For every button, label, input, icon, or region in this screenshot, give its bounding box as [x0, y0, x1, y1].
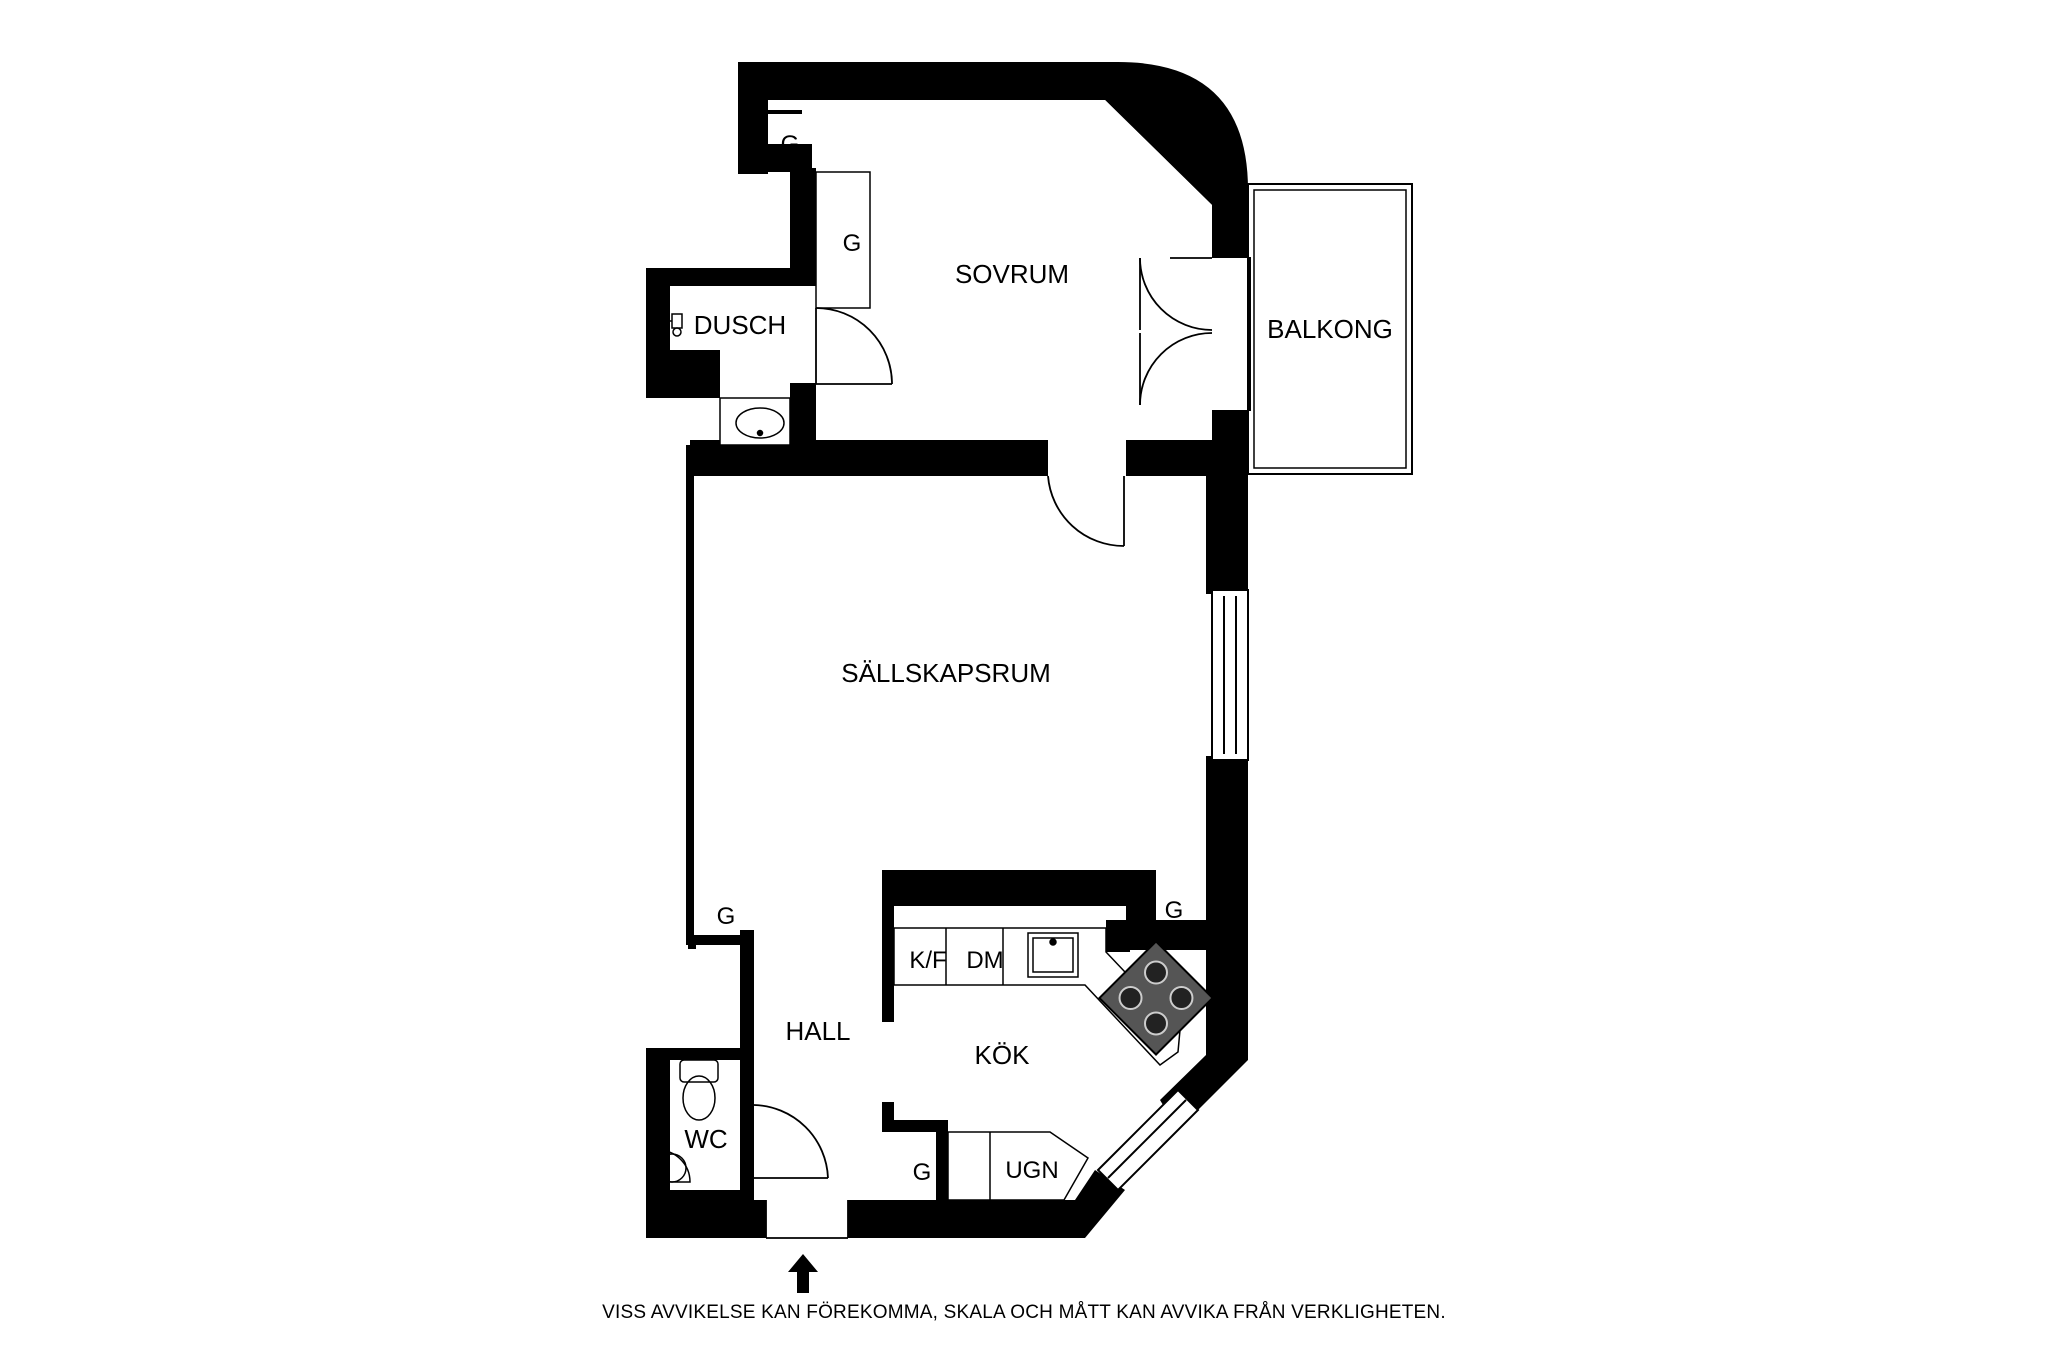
- room-interiors: [670, 100, 1212, 1200]
- wall-segment: [686, 445, 694, 945]
- walls: [646, 62, 1248, 1238]
- room-label-sovrum: SOVRUM: [955, 259, 1069, 289]
- wall-segment: [688, 945, 696, 949]
- wall-segment: [646, 350, 720, 398]
- entrance-arrow-icon: [788, 1254, 818, 1293]
- wall-segment: [646, 268, 816, 286]
- wall-segment: [882, 870, 894, 1022]
- room-label-wc: WC: [684, 1124, 727, 1154]
- wall-segment: [936, 1120, 948, 1202]
- room-label-balkong: BALKONG: [1267, 314, 1393, 344]
- wall-segment: [1130, 920, 1210, 950]
- fridge-freezer-label: K/F: [909, 947, 946, 974]
- wall-segment: [1126, 870, 1156, 920]
- room-label-dusch: DUSCH: [694, 310, 786, 340]
- toilet-icon: [679, 1059, 719, 1083]
- wall-segment: [882, 870, 1132, 906]
- wall-segment: [848, 1200, 1060, 1238]
- closet-outline: [815, 171, 871, 309]
- wall-segment: [690, 440, 1048, 476]
- dishwasher-label: DM: [966, 947, 1003, 974]
- closet-label: G: [843, 230, 862, 257]
- wall-segment: [1206, 476, 1248, 594]
- oven-label: UGN: [1005, 1157, 1058, 1184]
- kitchen-sink-icon: [1027, 932, 1079, 978]
- closet-label: G: [717, 903, 736, 930]
- wall-segment: [738, 62, 768, 174]
- wall-segment: [1060, 1170, 1125, 1238]
- wall-segment: [738, 110, 802, 114]
- wall-segment: [1106, 920, 1130, 952]
- wall-segment: [646, 1048, 754, 1060]
- closet-label: G: [913, 1159, 932, 1186]
- stove-icon: [1098, 940, 1214, 1056]
- wc-basin-icon: [657, 1149, 691, 1183]
- wall-segment: [1126, 440, 1226, 476]
- windows: [1096, 257, 1251, 1192]
- wall-segment: [646, 1200, 766, 1238]
- room-label-kok: KÖK: [975, 1040, 1031, 1070]
- room-label-hall: HALL: [785, 1016, 850, 1046]
- wall-segment: [768, 144, 812, 172]
- fixtures: [657, 171, 1181, 1201]
- washbasin-icon: [735, 407, 785, 439]
- disclaimer-text: VISS AVVIKELSE KAN FÖREKOMMA, SKALA OCH …: [602, 1302, 1446, 1323]
- wall-segment: [1206, 756, 1248, 886]
- kitchen-counter: [893, 927, 1181, 1066]
- wall-segment: [686, 935, 750, 945]
- wall-segment: [740, 930, 754, 1110]
- wall-segment: [740, 1100, 754, 1205]
- room-label-sallskapsrum: SÄLLSKAPSRUM: [841, 658, 1051, 688]
- closet-label: G: [781, 131, 800, 158]
- closet-label: G: [1165, 897, 1184, 924]
- shower-head-icon: [666, 313, 683, 337]
- wall-segment: [882, 1120, 948, 1132]
- room-labels: SOVRUM BALKONG DUSCH SÄLLSKAPSRUM HALL K…: [684, 131, 1393, 1186]
- doors: [753, 257, 1213, 1239]
- bedroom-outer-wall: [738, 62, 1248, 258]
- wall-segment: [1160, 870, 1248, 1130]
- sink-cabinet: [719, 397, 791, 446]
